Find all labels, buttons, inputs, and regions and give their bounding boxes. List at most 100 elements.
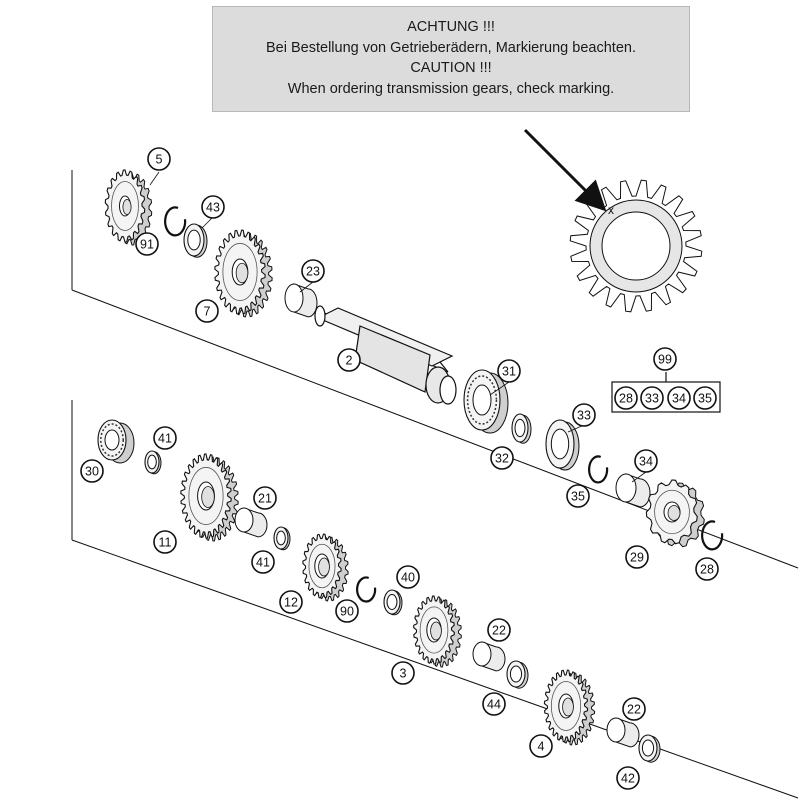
callout-label: 40 [401,571,415,585]
bearing-31 [463,369,509,434]
callout-c41: 41 [251,550,275,574]
callout-label: 22 [627,703,641,717]
notice-title-de: ACHTUNG !!! [407,19,495,35]
bushing-21 [234,507,268,538]
gear-11 [180,453,239,542]
callout-c29: 29 [625,545,649,569]
callout-label: 30 [85,465,99,479]
marking-detail-gear [569,179,703,313]
bushing-22 [606,717,640,748]
gear-12 [302,533,349,602]
callout-label: 22 [492,624,506,638]
callout-label: 35 [698,392,712,406]
callout-label: 23 [306,265,320,279]
callout-c12: 12 [279,590,303,614]
circlip-91 [164,206,187,237]
callout-label: 12 [284,596,298,610]
callout-c35a: 35 [693,386,717,410]
callout-c43: 43 [201,195,225,219]
callout-label: 21 [258,492,272,506]
callout-c11: 11 [153,530,177,554]
callout-label: 44 [487,698,501,712]
callout-c28a: 28 [614,386,638,410]
callout-c33: 33 [572,403,596,427]
bushing-23 [284,283,318,318]
bushing-22a [472,641,506,672]
callout-label: 33 [645,392,659,406]
callout-c32: 32 [490,446,514,470]
callout-label: 34 [639,455,653,469]
callout-label: 91 [140,238,154,252]
washer-32 [511,413,532,444]
callout-c90: 90 [335,599,359,623]
callout-c22: 22 [622,697,646,721]
callout-c21: 21 [253,486,277,510]
gear-5 [104,169,153,246]
washer-41 [273,526,291,551]
parts-layer [97,169,724,763]
callout-c3: 3 [391,661,415,685]
callout-label: 32 [495,452,509,466]
gear-3 [413,595,462,668]
callout-label: 4 [538,740,545,754]
kit-99-box [611,372,721,413]
callout-label: 41 [256,556,270,570]
washer-44 [506,660,529,689]
callout-c33a: 33 [640,386,664,410]
washer-41a [144,450,162,475]
callout-label: 33 [577,409,591,423]
circlip-35 [588,455,609,484]
callout-c5: 5 [147,147,171,171]
callout-label: 34 [672,392,686,406]
callout-c31: 31 [497,359,521,383]
caution-notice: ACHTUNG !!! Bei Bestellung von Getrieber… [212,6,690,112]
notice-title-en: CAUTION !!! [410,60,492,76]
callout-label: 3 [400,667,407,681]
callout-label: 5 [156,153,163,167]
callout-c22a: 22 [487,618,511,642]
bearing-30 [97,419,135,464]
circlip-28 [701,520,724,551]
callout-c23: 23 [301,259,325,283]
callout-c42: 42 [616,766,640,790]
callout-c40: 40 [396,565,420,589]
callout-label: 7 [204,305,211,319]
gear-7 [214,229,273,318]
notice-text-de: Bei Bestellung von Getrieberädern, Marki… [266,39,636,56]
callout-label: 28 [700,563,714,577]
callout-label: 99 [658,353,672,367]
callout-c34: 34 [634,449,658,473]
bushing-34 [615,473,651,508]
callout-label: 41 [158,432,172,446]
callout-label: 31 [502,365,516,379]
callout-c2: 2 [337,348,361,372]
callout-c7: 7 [195,299,219,323]
ring-33 [545,419,580,471]
callout-c35: 35 [566,484,590,508]
washer-42 [638,734,661,763]
sprocket-29 [645,479,705,548]
washer-40 [383,589,403,616]
callout-c99: 99 [653,347,677,371]
callout-c30: 30 [80,459,104,483]
callout-label: 11 [159,536,172,550]
notice-text-en: When ordering transmission gears, check … [287,80,615,97]
marking-arrow [523,128,607,212]
callout-label: 42 [621,772,635,786]
callout-label: 2 [346,354,353,368]
callout-c41a: 41 [153,426,177,450]
leader-lines [149,171,647,483]
callout-label: 28 [619,392,633,406]
assembly-frame [71,170,799,799]
callout-label: 35 [571,490,585,504]
marking-x: x [608,203,614,217]
main-shaft [314,305,457,405]
callout-c91: 91 [135,232,159,256]
callout-label: 90 [340,605,354,619]
callout-c44: 44 [482,692,506,716]
callout-label: 43 [206,201,220,215]
circlip-90 [356,576,377,603]
washer-43 [183,223,208,258]
callout-label: 29 [630,551,644,565]
